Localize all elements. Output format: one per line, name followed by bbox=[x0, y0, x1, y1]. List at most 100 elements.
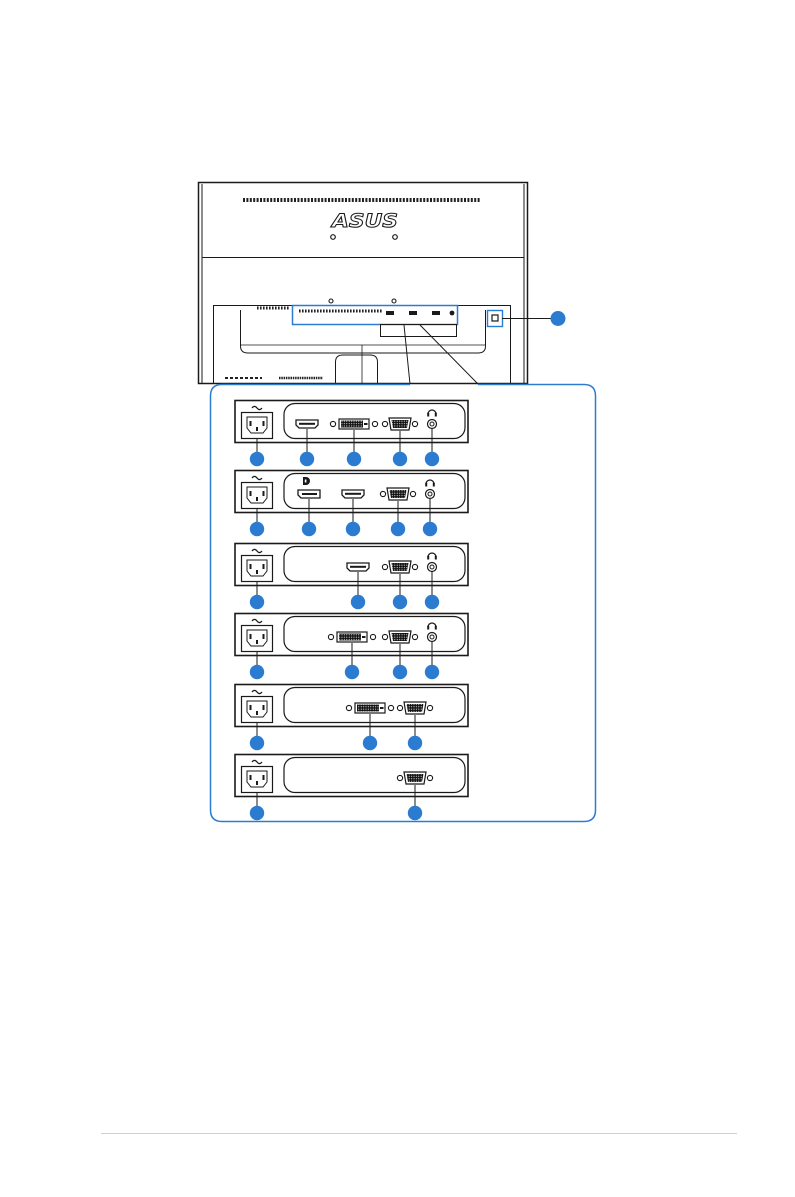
screw-icon bbox=[397, 705, 402, 710]
connector-panel-variant bbox=[235, 614, 468, 680]
callout-marker bbox=[425, 595, 439, 609]
power-pin bbox=[250, 634, 252, 639]
callout-marker bbox=[250, 736, 264, 750]
connector-panel-variants bbox=[235, 401, 468, 821]
connector-panel-variant bbox=[235, 685, 468, 751]
callout-marker bbox=[393, 665, 407, 679]
callout-marker bbox=[408, 806, 422, 820]
power-pin bbox=[256, 497, 258, 501]
mount-screw-hole bbox=[331, 235, 336, 240]
strip-port-mini bbox=[386, 311, 394, 315]
callout-marker bbox=[425, 452, 439, 466]
power-pin bbox=[256, 427, 258, 431]
headphone-icon-ear bbox=[427, 626, 429, 630]
displayport-port-contacts bbox=[302, 493, 317, 495]
callout-marker bbox=[363, 736, 377, 750]
screw-icon bbox=[412, 421, 417, 426]
hdmi-port-contacts bbox=[350, 566, 366, 568]
power-pin bbox=[250, 775, 252, 780]
headphone-icon-ear bbox=[435, 413, 437, 417]
vga-port-pins bbox=[392, 420, 409, 428]
callout-marker bbox=[345, 665, 359, 679]
dvi-port-pins bbox=[341, 421, 363, 428]
dvi-port-blade bbox=[362, 636, 366, 638]
hdmi-port-icon bbox=[296, 420, 318, 428]
screw-icon bbox=[397, 775, 402, 780]
displayport-logo-detail bbox=[305, 480, 307, 483]
callout-marker bbox=[250, 522, 264, 536]
power-pin bbox=[263, 564, 265, 569]
power-pin bbox=[256, 640, 258, 644]
callout-marker bbox=[302, 522, 316, 536]
dvi-port-pins bbox=[339, 634, 361, 641]
power-pin bbox=[263, 775, 265, 780]
hdmi-port-contacts bbox=[345, 493, 361, 495]
screw-icon bbox=[346, 705, 351, 710]
screw-icon bbox=[328, 634, 333, 639]
callout-marker bbox=[423, 522, 437, 536]
callout-marker bbox=[351, 595, 365, 609]
headphone-icon-ear bbox=[427, 556, 429, 560]
strip-port-mini bbox=[409, 311, 417, 315]
power-pin bbox=[256, 711, 258, 715]
power-socket-body bbox=[242, 697, 273, 723]
callout-marker bbox=[408, 736, 422, 750]
headphone-icon-ear bbox=[427, 413, 429, 417]
asus-logo: ASUS bbox=[330, 210, 398, 232]
power-socket-body bbox=[242, 556, 273, 582]
headphone-icon-ear bbox=[435, 556, 437, 560]
power-pin bbox=[263, 705, 265, 710]
dvi-port-pins bbox=[357, 705, 379, 712]
power-socket-body bbox=[242, 767, 273, 793]
callout-marker bbox=[250, 806, 264, 820]
screw-icon bbox=[427, 705, 432, 710]
connector-panel-variant bbox=[235, 755, 468, 821]
dvi-port-blade bbox=[364, 423, 368, 425]
callout-marker bbox=[425, 665, 439, 679]
power-socket-body bbox=[242, 413, 273, 439]
screw-icon bbox=[382, 421, 387, 426]
power-pin bbox=[250, 491, 252, 496]
hdmi-port-contacts bbox=[299, 423, 315, 425]
vga-port-pins bbox=[390, 490, 407, 498]
power-pin bbox=[256, 781, 258, 785]
callout-marker bbox=[393, 452, 407, 466]
audio-jack-hole bbox=[430, 635, 434, 639]
screw-icon bbox=[370, 634, 375, 639]
callout-marker bbox=[300, 452, 314, 466]
screw-icon bbox=[330, 421, 335, 426]
screw-icon bbox=[382, 564, 387, 569]
power-pin bbox=[250, 564, 252, 569]
callout-marker bbox=[346, 522, 360, 536]
power-pin bbox=[250, 705, 252, 710]
power-pin bbox=[263, 634, 265, 639]
screw-icon bbox=[388, 705, 393, 710]
audio-jack-hole bbox=[428, 492, 432, 496]
connector-panel-variant bbox=[235, 471, 468, 537]
power-pin bbox=[263, 491, 265, 496]
callout-marker bbox=[551, 311, 566, 326]
power-socket-body bbox=[242, 483, 273, 509]
audio-jack-hole bbox=[430, 565, 434, 569]
screw-icon bbox=[380, 491, 385, 496]
callout-marker bbox=[250, 595, 264, 609]
callout-marker bbox=[250, 665, 264, 679]
monitor-rear-view: ASUS bbox=[199, 183, 566, 384]
screw-icon bbox=[412, 634, 417, 639]
connector-panel-variant bbox=[235, 544, 468, 610]
headphone-icon-ear bbox=[435, 626, 437, 630]
callout-marker bbox=[250, 452, 264, 466]
power-pin bbox=[250, 421, 252, 426]
screw-icon bbox=[412, 564, 417, 569]
screw-icon bbox=[427, 775, 432, 780]
mount-screw-hole bbox=[329, 299, 333, 303]
screw-icon bbox=[382, 634, 387, 639]
connector-panel-variant bbox=[235, 401, 468, 467]
callout-marker bbox=[347, 452, 361, 466]
hdmi-port-icon bbox=[347, 563, 369, 571]
dvi-port-blade bbox=[380, 707, 384, 709]
mount-screw-hole bbox=[393, 235, 398, 240]
power-pin bbox=[256, 570, 258, 574]
vga-port-pins bbox=[407, 704, 424, 712]
power-socket-body bbox=[242, 626, 273, 652]
